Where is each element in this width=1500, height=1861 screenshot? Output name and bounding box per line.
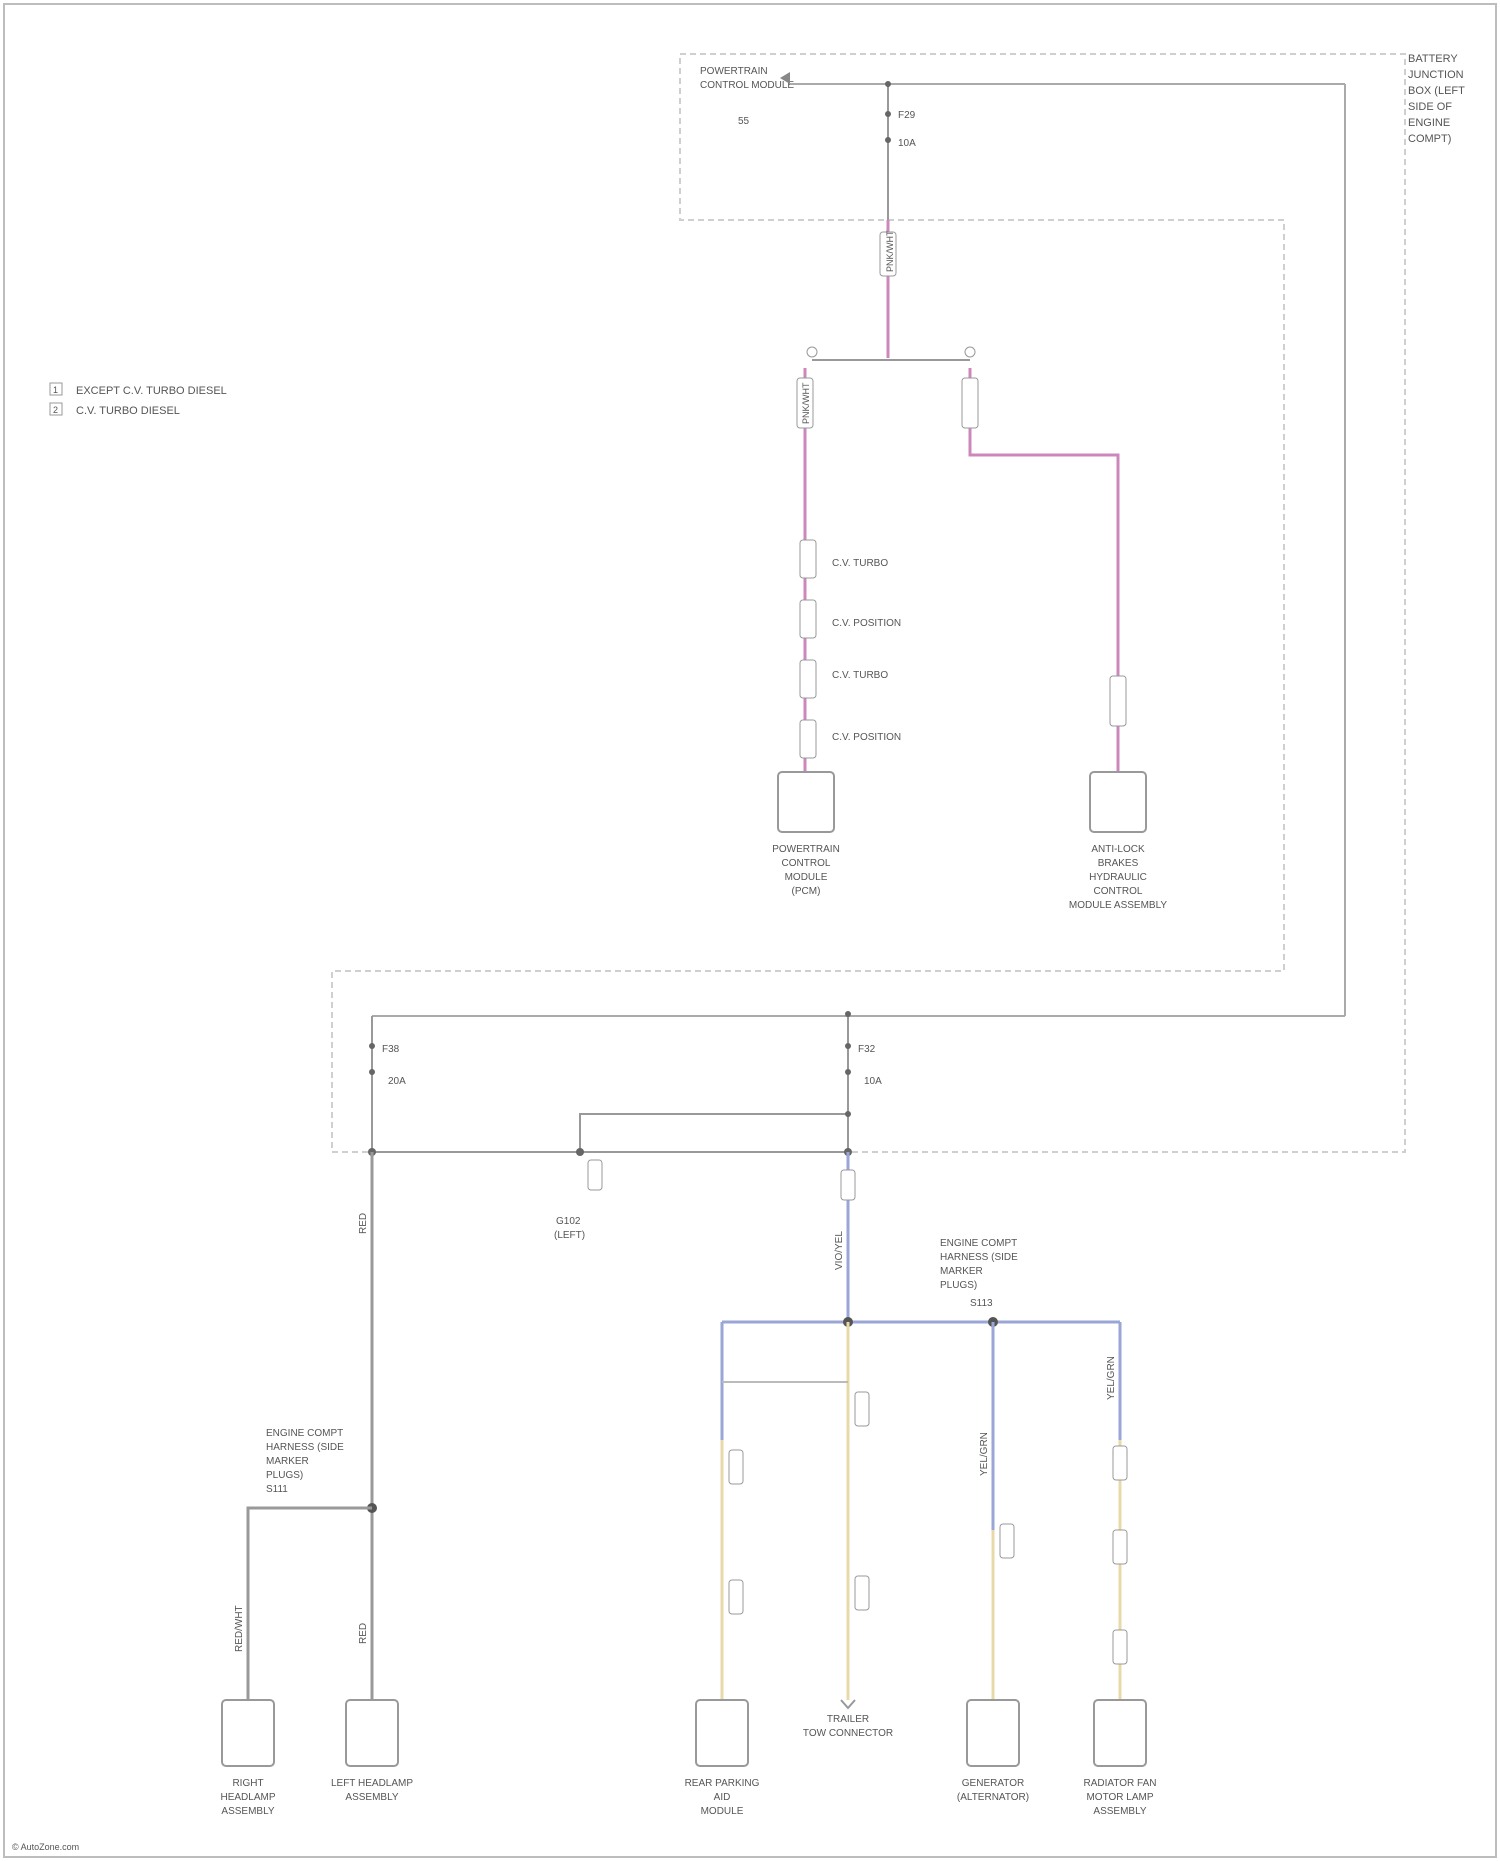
generator-line-2: (ALTERNATOR) [957,1792,1029,1803]
rad-fan-label: RADIATOR FAN MOTOR LAMP ASSEMBLY [1084,1778,1157,1817]
rear-parking-box [696,1700,748,1766]
page-border [4,4,1496,1857]
right-headlamp-line-3: ASSEMBLY [221,1806,274,1817]
generator-label: GENERATOR (ALTERNATOR) [957,1778,1029,1803]
rad-fan-line-1: RADIATOR FAN [1084,1778,1157,1789]
abs-label-line-1: ANTI-LOCK [1091,844,1145,855]
abs-label-line-5: MODULE ASSEMBLY [1069,900,1168,911]
feed-label-line-1: POWERTRAIN [700,66,768,77]
rad-fan-box [1094,1700,1146,1766]
title-line-1: BATTERY [1408,53,1458,65]
legend-symbol-1: 1 [53,385,58,395]
ground-label-line-2: (LEFT) [554,1230,585,1241]
pcm-label: POWERTRAIN CONTROL MODULE (PCM) [772,844,840,897]
legend-text-2: C.V. TURBO DIESEL [76,405,180,417]
feed-pin: 55 [738,116,750,127]
battery-junction-box-outline [332,54,1405,1152]
title-line-5: ENGINE [1408,117,1450,129]
lower-fuse-left-rating: 20A [388,1076,406,1087]
splice-left-line-2: HARNESS (SIDE [266,1442,344,1453]
fuse-top-name: F29 [898,110,916,121]
right-headlamp-line-2: HEADLAMP [220,1792,275,1803]
title-line-6: COMPT) [1408,133,1451,145]
right-headlamp-label: RIGHT HEADLAMP ASSEMBLY [220,1778,275,1817]
ground-label-line-1: G102 [556,1216,581,1227]
wire-left-load-label: RED [358,1623,369,1644]
left-splice-wire: PNK/WHT [801,382,811,424]
right-load-branch: VIO/YEL ENGINE COMPT HARNESS (SIDE MARKE… [696,1152,1146,1766]
inline-note-1: C.V. TURBO [832,558,888,569]
abs-label-line-3: HYDRAULIC [1089,872,1147,883]
splice-right-line-3: MARKER [940,1266,983,1277]
left-headlamp-box [346,1700,398,1766]
left-headlamp-line-1: LEFT HEADLAMP [331,1778,413,1789]
rear-parking-line-3: MODULE [701,1806,744,1817]
lower-fuse-right-name: F32 [858,1044,876,1055]
rad-fan-line-2: MOTOR LAMP [1086,1792,1153,1803]
wire-left-branch-label: RED/WHT [234,1605,245,1652]
feed-label-line-2: CONTROL MODULE [700,80,794,91]
wire-center-main-label: VIO/YEL [834,1231,845,1270]
footer-credit: © AutoZone.com [12,1842,79,1852]
title-line-2: JUNCTION [1408,69,1464,81]
splice-right-line-4: PLUGS) [940,1280,977,1291]
legend-text-1: EXCEPT C.V. TURBO DIESEL [76,385,227,397]
title-line-4: SIDE OF [1408,101,1452,113]
generator-line-1: GENERATOR [962,1778,1024,1789]
splice-left-line-3: MARKER [266,1456,309,1467]
lower-fuse-right-rating: 10A [864,1076,882,1087]
wire-right-vertical-label: YEL/GRN [979,1432,990,1476]
pcm-component-box [778,772,834,832]
inline-note-2: C.V. POSITION [832,618,901,629]
lower-fuse-left-name: F38 [382,1044,400,1055]
splice-left-line-4: PLUGS) [266,1470,303,1481]
lower-fuse-section: F38 20A F32 10A G102 (LEFT) [368,1011,1345,1241]
rear-parking-line-1: REAR PARKING [685,1778,760,1789]
pcm-label-line-1: POWERTRAIN [772,844,840,855]
inline-note-3: C.V. TURBO [832,670,888,681]
pcm-label-line-2: CONTROL [782,858,831,869]
rear-parking-line-2: AID [714,1792,731,1803]
splice-left-line-5: S111 [266,1484,288,1495]
abs-component-box [1090,772,1146,832]
abs-label-line-4: CONTROL [1094,886,1143,897]
fuse-top-rating: 10A [898,138,916,149]
left-headlamp-label: LEFT HEADLAMP ASSEMBLY [331,1778,413,1803]
trailer-connector-icon [841,1700,855,1708]
generator-box [967,1700,1019,1766]
left-headlamp-line-2: ASSEMBLY [345,1792,398,1803]
wire-left-main-label: RED [358,1213,369,1234]
trailer-line-2: TOW CONNECTOR [803,1728,893,1739]
trailer-line-1: TRAILER [827,1714,869,1725]
upper-splice-wire: PNK/WHT [885,230,895,272]
title-line-3: BOX (LEFT [1408,85,1465,97]
splice-right-line-2: HARNESS (SIDE [940,1252,1018,1263]
abs-label: ANTI-LOCK BRAKES HYDRAULIC CONTROL MODUL… [1069,844,1168,911]
rad-fan-line-3: ASSEMBLY [1093,1806,1146,1817]
title-block: BATTERY JUNCTION BOX (LEFT SIDE OF ENGIN… [1408,53,1465,145]
splice-right-line-5: S113 [970,1298,993,1309]
legend: 1 EXCEPT C.V. TURBO DIESEL 2 C.V. TURBO … [50,383,227,417]
trailer-label: TRAILER TOW CONNECTOR [803,1714,893,1739]
rear-parking-label: REAR PARKING AID MODULE [685,1778,760,1817]
right-headlamp-line-1: RIGHT [232,1778,263,1789]
pcm-label-line-4: (PCM) [792,886,821,897]
left-headlamp-branch: RED ENGINE COMPT HARNESS (SIDE MARKER PL… [222,1152,398,1766]
inline-note-4: C.V. POSITION [832,732,901,743]
splice-right-line-1: ENGINE COMPT [940,1238,1017,1249]
right-headlamp-box [222,1700,274,1766]
upper-pink-circuit: PNK/WHT PNK/WHT C.V. TURBO C.V. POSITION… [778,220,1146,832]
splice-left-line-1: ENGINE COMPT [266,1428,343,1439]
legend-symbol-2: 2 [53,405,58,415]
wire-far-right-label: YEL/GRN [1106,1356,1117,1400]
abs-label-line-2: BRAKES [1098,858,1139,869]
pcm-label-line-3: MODULE [785,872,828,883]
